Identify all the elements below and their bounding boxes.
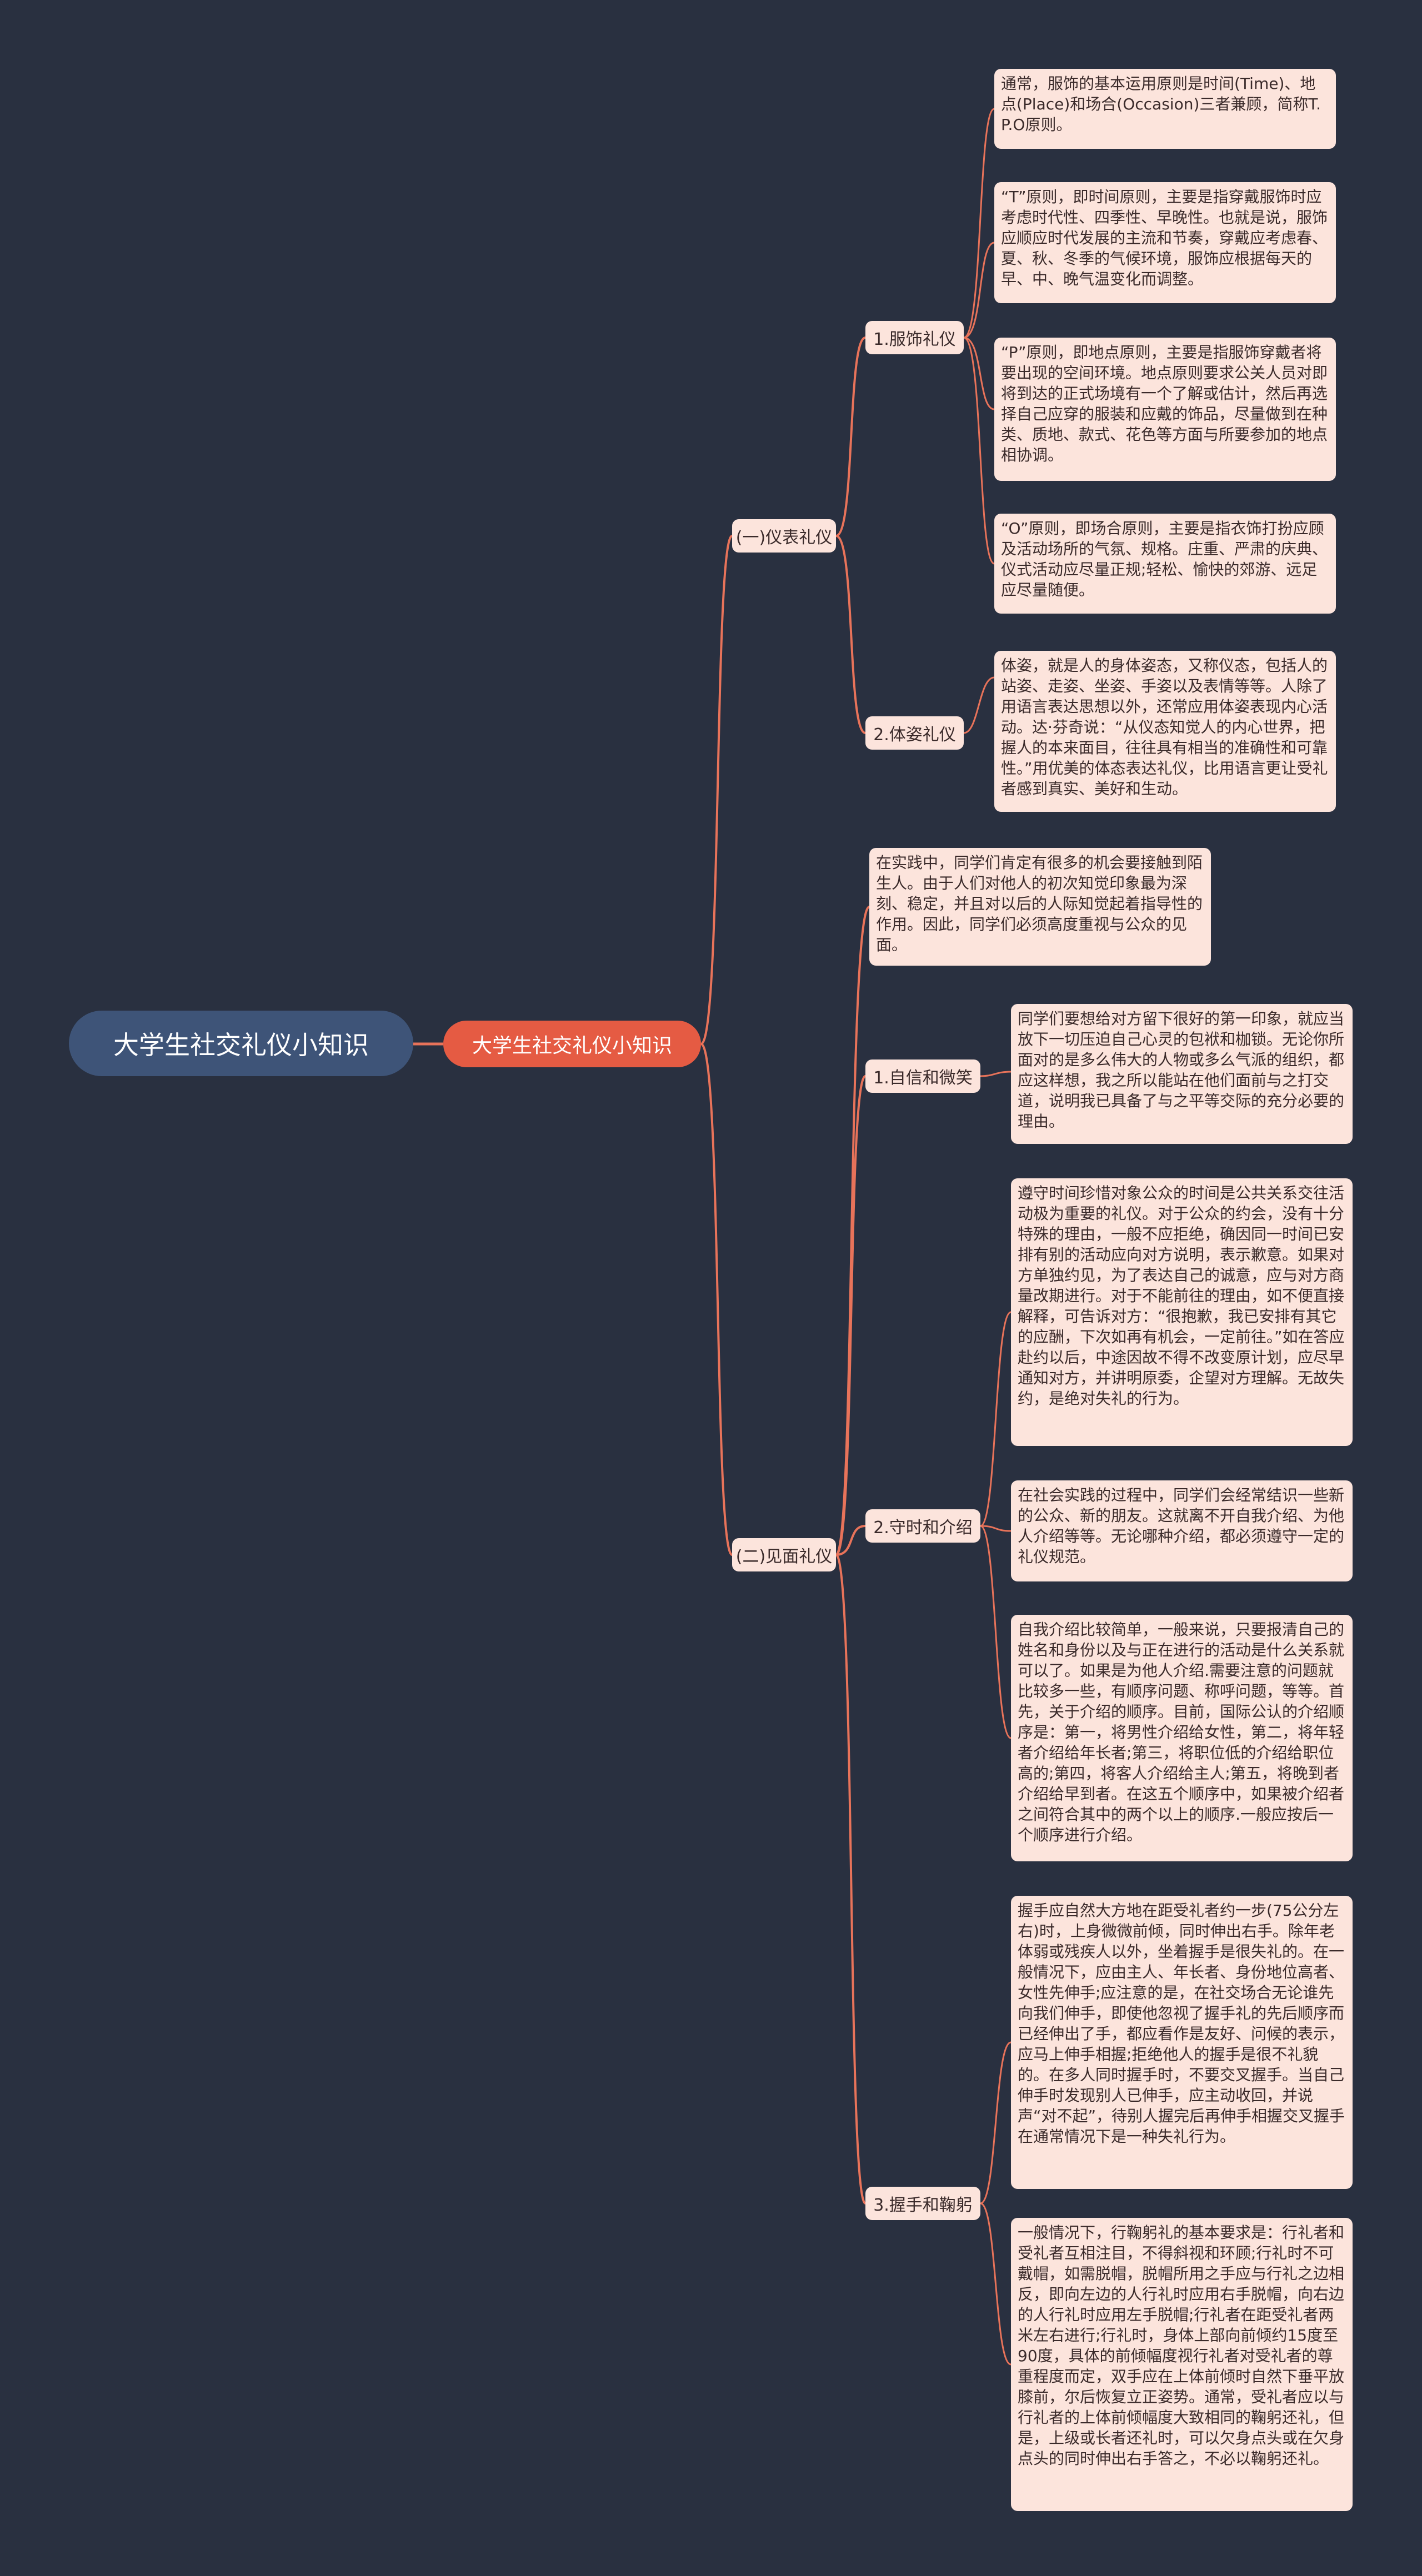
sub-handshake-bow[interactable]: 3.握手和鞠躬 [865,2187,980,2220]
leaf-place-principle[interactable]: “P”原则，即地点原则，主要是指服饰穿戴者将要出现的空间环境。地点原则要求公关人… [994,338,1336,481]
leaf-bow-text[interactable]: 一般情况下，行鞠躬礼的基本要求是：行礼者和受礼者互相注目，不得斜视和环顾;行礼时… [1011,2218,1353,2511]
leaf-handshake-text[interactable]: 握手应自然大方地在距受礼者约一步(75公分左右)时，上身微微前倾，同时伸出右手。… [1011,1896,1353,2189]
sub-confidence-smile[interactable]: 1.自信和微笑 [865,1059,980,1093]
main-topic[interactable]: 大学生社交礼仪小知识 [443,1021,701,1067]
branch-meeting-etiquette[interactable]: (二)见面礼仪 [732,1538,836,1571]
leaf-tpo-principle[interactable]: 通常，服饰的基本运用原则是时间(Time)、地点(Place)和场合(Occas… [994,69,1336,149]
leaf-posture-text[interactable]: 体姿，就是人的身体姿态，又称仪态，包括人的站姿、走姿、坐姿、手姿以及表情等等。人… [994,651,1336,812]
leaf-time-principle[interactable]: “T”原则，即时间原则，主要是指穿戴服饰时应考虑时代性、四季性、早晚性。也就是说… [994,182,1336,303]
sub-punctuality-introduction[interactable]: 2.守时和介绍 [865,1509,980,1543]
leaf-introduction-order-text[interactable]: 自我介绍比较简单，一般来说，只要报清自己的姓名和身份以及与正在进行的活动是什么关… [1011,1615,1353,1861]
branch-appearance-etiquette[interactable]: (一)仪表礼仪 [732,519,836,553]
sub-dress-etiquette[interactable]: 1.服饰礼仪 [865,321,964,354]
leaf-confidence-text[interactable]: 同学们要想给对方留下很好的第一印象，就应当放下一切压迫自己心灵的包袱和枷锁。无论… [1011,1004,1353,1144]
leaf-occasion-principle[interactable]: “O”原则，即场合原则，主要是指衣饰打扮应顾及活动场所的气氛、规格。庄重、严肃的… [994,514,1336,614]
leaf-punctuality-text[interactable]: 遵守时间珍惜对象公众的时间是公共关系交往活动极为重要的礼仪。对于公众的约会，没有… [1011,1178,1353,1446]
root-topic[interactable]: 大学生社交礼仪小知识 [69,1011,413,1076]
leaf-meeting-intro[interactable]: 在实践中，同学们肯定有很多的机会要接触到陌生人。由于人们对他人的初次知觉印象最为… [869,848,1211,966]
sub-posture-etiquette[interactable]: 2.体姿礼仪 [865,716,964,750]
leaf-introduction-text[interactable]: 在社会实践的过程中，同学们会经常结识一些新的公众、新的朋友。这就离不开自我介绍、… [1011,1480,1353,1581]
